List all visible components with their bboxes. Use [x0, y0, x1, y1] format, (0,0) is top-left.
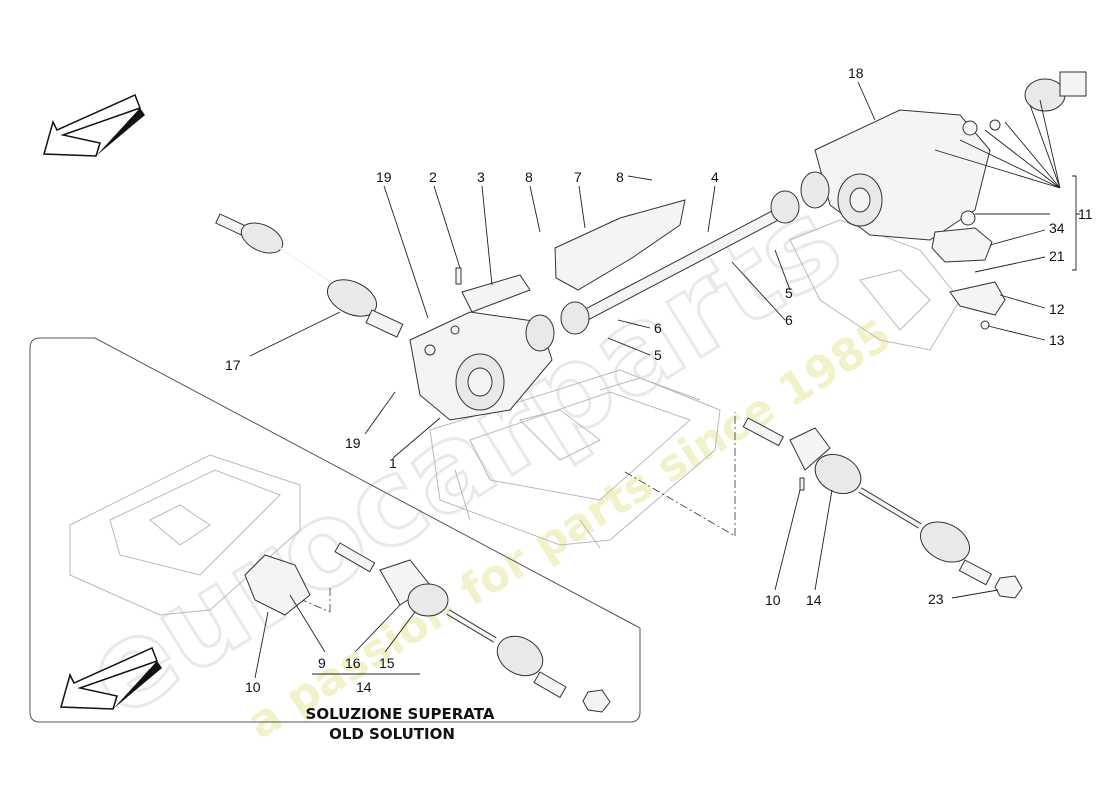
label-10-inset: 10: [245, 679, 261, 695]
leader-lines: [249, 81, 1080, 679]
label-8-left: 8: [525, 169, 533, 185]
label-1: 1: [389, 455, 397, 471]
label-18: 18: [848, 65, 864, 81]
label-7: 7: [574, 169, 582, 185]
label-3: 3: [477, 169, 485, 185]
direction-arrow-top: [43, 93, 145, 157]
label-11: 11: [1078, 206, 1093, 222]
label-21: 21: [1049, 248, 1065, 264]
label-5-lower: 5: [654, 347, 662, 363]
actuator: [931, 227, 993, 263]
label-19-bottom: 19: [345, 435, 361, 451]
label-34: 34: [1049, 220, 1065, 236]
oring-11: [960, 210, 976, 226]
transfer-case: [800, 71, 1087, 241]
front-differential: [409, 311, 555, 421]
label-16: 16: [345, 655, 361, 671]
heat-shield: [554, 199, 686, 291]
label-23: 23: [928, 591, 944, 607]
label-10-main: 10: [765, 592, 781, 608]
part-labels: 19 2 3 8 7 8 4 18 11 34 21 12 13 5 6 6 5…: [225, 65, 1093, 695]
label-8-right: 8: [616, 169, 624, 185]
inset-drive-shaft: [334, 542, 611, 713]
label-15: 15: [379, 655, 395, 671]
left-drive-shaft: [215, 213, 404, 338]
bracket-12: [949, 281, 1006, 316]
label-6-lower: 6: [654, 320, 662, 336]
watermark: eurocarparts a passion for parts since 1…: [60, 169, 901, 749]
watermark-brand: eurocarparts: [62, 171, 864, 744]
right-drive-shaft: [742, 417, 993, 586]
label-19-top: 19: [376, 169, 392, 185]
direction-arrow-bottom: [60, 646, 162, 710]
nut-13: [980, 320, 990, 330]
label-17: 17: [225, 357, 241, 373]
hub-nut: [994, 575, 1023, 599]
label-2: 2: [429, 169, 437, 185]
caption-english: OLD SOLUTION: [329, 725, 455, 743]
propeller-shaft: [560, 190, 800, 335]
bolt-2: [455, 267, 462, 285]
oil-pan-ghost-main: [429, 369, 721, 549]
label-4: 4: [711, 169, 719, 185]
label-14-inset: 14: [356, 679, 372, 695]
label-14-main: 14: [806, 592, 822, 608]
caption-italian: SOLUZIONE SUPERATA: [306, 705, 495, 723]
bolt-10-main: [799, 477, 805, 491]
mounting-bracket: [461, 274, 531, 313]
label-5-upper: 5: [785, 285, 793, 301]
inset-bearing-bracket: [244, 554, 311, 616]
label-13: 13: [1049, 332, 1065, 348]
old-solution-panel: [29, 337, 641, 723]
label-6-upper: 6: [785, 312, 793, 328]
label-9: 9: [318, 655, 326, 671]
label-12: 12: [1049, 301, 1065, 317]
